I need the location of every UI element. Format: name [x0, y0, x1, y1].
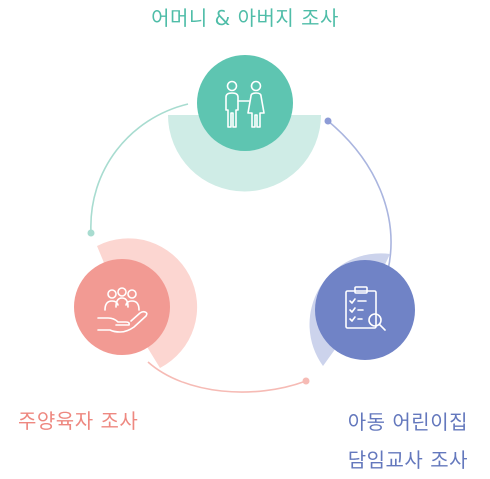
clipboard-search-icon: [345, 286, 386, 331]
connector-dot-teacher-end: [302, 377, 310, 385]
node-label-parents: 어머니 & 아버지 조사: [151, 6, 339, 30]
caring-hand-icon: [97, 287, 148, 333]
connector-caregiver-to-teacher: [147, 361, 307, 393]
circle-parents: [197, 55, 293, 151]
circle-caregiver: [74, 259, 170, 355]
connector-dot-parents-end: [324, 117, 332, 125]
parents-icon: [225, 80, 265, 128]
node-label-teacher: 아동 어린이집 담임교사 조사: [348, 403, 468, 479]
connector-parents-to-teacher: [327, 120, 392, 271]
connector-dot-caregiver-end: [87, 229, 95, 237]
ring-parents: [168, 115, 321, 192]
circle-teacher: [315, 260, 415, 360]
node-label-teacher-line1: 아동 어린이집: [347, 410, 468, 434]
node-label-teacher-line2: 담임교사 조사: [347, 448, 468, 472]
node-caregiver: [74, 238, 198, 368]
node-label-caregiver: 주양육자 조사: [18, 409, 139, 433]
node-teacher: [309, 253, 415, 366]
connector-parents-to-caregiver: [90, 103, 189, 234]
node-parents: [168, 55, 321, 192]
